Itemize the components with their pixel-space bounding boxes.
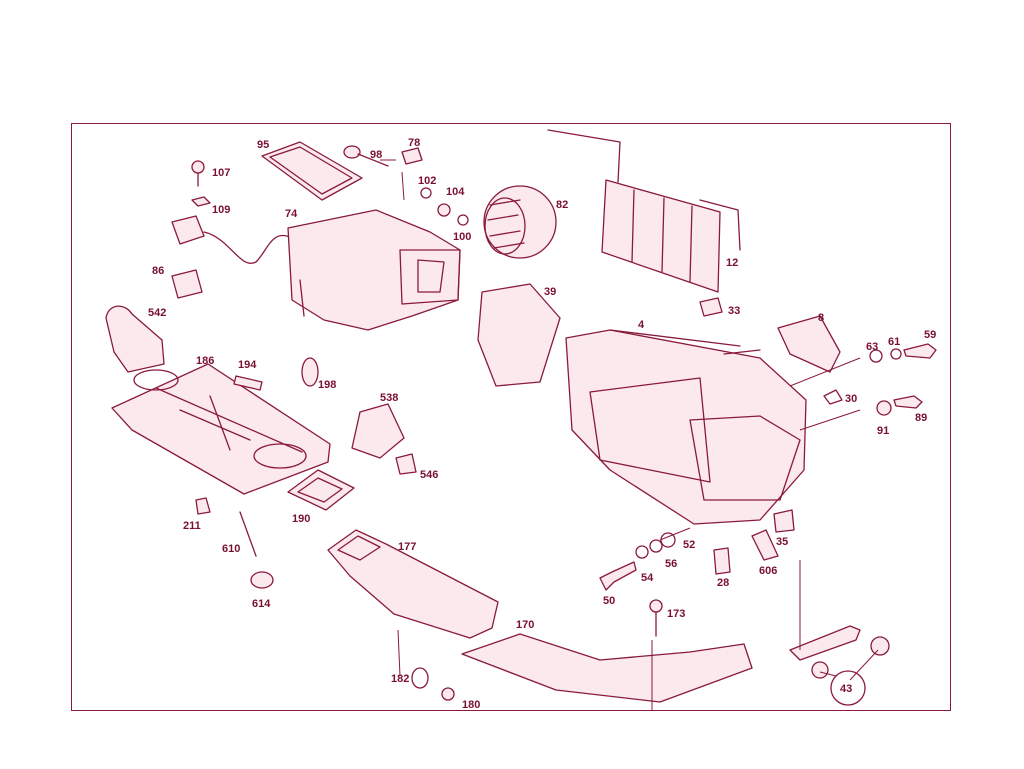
callout-61: 61 [888,336,900,348]
callout-91: 91 [877,425,889,437]
callout-538: 538 [380,392,398,404]
callout-190: 190 [292,513,310,525]
callout-542: 542 [148,307,166,319]
callout-107: 107 [212,167,230,179]
callout-circle-43 [830,670,866,706]
part-duct-538 [351,403,405,459]
callout-30: 30 [845,393,857,405]
callout-614: 614 [252,598,271,610]
callout-100: 100 [453,231,471,243]
callout-186: 186 [196,355,214,367]
part-blower-housing [287,209,461,331]
part-washer-61 [890,348,902,360]
callout-28: 28 [717,577,729,589]
callout-109: 109 [212,204,230,216]
callout-12: 12 [726,257,738,269]
part-washer-63 [869,349,883,363]
part-grommet-198 [301,357,319,387]
part-washer-54 [635,545,649,559]
part-rod-610 [239,511,257,557]
part-mount-43 [789,560,890,679]
callout-546: 546 [420,469,438,481]
part-bolt-89 [893,395,923,409]
callout-35: 35 [776,536,788,548]
part-screw-173 [649,599,663,637]
part-clip-606 [751,529,779,561]
part-bolt-50 [599,561,637,591]
callout-194: 194 [238,359,257,371]
callout-211: 211 [183,520,201,532]
callout-182: 182 [391,673,409,685]
callout-8: 8 [818,312,824,324]
part-grommet-614 [250,571,274,589]
part-bolt-59 [903,343,937,359]
callout-104: 104 [446,186,465,198]
leader-lines [380,159,879,710]
part-clip-211 [195,497,211,515]
callout-labels: 95 98 78 107 102 104 100 82 109 74 12 86… [148,137,936,711]
callout-98: 98 [370,149,382,161]
part-screw-107 [191,160,205,187]
callout-63: 63 [866,341,878,353]
part-flap-8 [777,315,841,373]
part-nut-100 [457,214,469,226]
part-clip-35 [773,509,795,533]
part-grommet-182 [411,667,429,689]
callout-82: 82 [556,199,568,211]
callout-59: 59 [924,329,936,341]
callout-170: 170 [516,619,534,631]
part-washer-56 [649,539,663,553]
part-heat-exchanger [547,129,741,293]
callout-86: 86 [152,265,164,277]
part-evaporator-housing [565,329,807,525]
diagram-frame [71,123,951,711]
part-relay-109 [171,215,293,264]
part-clip-546 [395,453,417,475]
part-washer-102 [420,187,432,199]
callout-43: 43 [840,683,852,695]
part-filter-plate [261,141,363,201]
callout-606: 606 [759,565,777,577]
part-clip-194 [233,375,263,391]
part-star-washer-104 [437,203,451,217]
callout-33: 33 [728,305,740,317]
part-screw-180 [441,687,455,701]
callout-180: 180 [462,699,480,711]
callout-89: 89 [915,412,927,424]
part-clip-30 [823,389,843,405]
part-lower-housing [111,363,331,495]
part-clip-78 [401,147,423,165]
callout-74: 74 [285,208,298,220]
callout-95: 95 [257,139,269,151]
part-blower-wheel [483,185,557,259]
callout-4: 4 [638,319,645,331]
callout-52: 52 [683,539,695,551]
part-duct-177 [327,529,499,639]
callout-56: 56 [665,558,677,570]
callout-102: 102 [418,175,436,187]
part-clip-33 [699,297,723,317]
part-relay-86 [171,269,203,299]
callout-50: 50 [603,595,615,607]
part-screw-98 [343,145,389,167]
callout-610: 610 [222,543,240,555]
callout-177: 177 [398,541,416,553]
part-nut-109 [191,196,211,207]
part-hose-542 [105,305,165,373]
callout-39: 39 [544,286,556,298]
callout-173: 173 [667,608,685,620]
part-star-washer-91 [876,400,892,416]
part-duct-39 [477,283,561,387]
callout-198: 198 [318,379,336,391]
callout-78: 78 [408,137,420,149]
callout-54: 54 [641,572,654,584]
part-duct-170 [461,633,753,703]
part-gasket-190 [287,469,355,511]
part-clip-28 [713,547,731,575]
